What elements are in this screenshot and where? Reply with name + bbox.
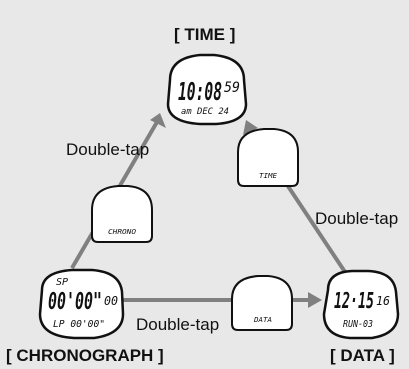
data-display-main: 12·15 [334,289,374,314]
data-display-seconds: 16 [376,294,390,308]
chrono-button[interactable]: CHRONO [91,185,153,243]
data-button[interactable]: DATA [231,275,293,331]
chrono-button-label: CHRONO [108,228,136,236]
time-button[interactable]: TIME [237,128,299,187]
data-button-label: DATA [253,316,272,324]
double-tap-label-chrono-to-time: Double-tap [66,140,150,159]
time-mode-title: [ TIME ] [174,25,236,44]
chrono-display-sub: LP 00'00" [53,319,105,330]
time-display-main: 10:08 [178,77,222,106]
data-mode-title: [ DATA ] [330,346,395,365]
chronograph-watch: SP 00'00" 00 LP 00'00" [38,268,125,340]
data-display-sub: RUN-03 [343,319,373,330]
data-watch: 12·15 16 RUN-03 [322,269,400,340]
arrow-data-to-time-head [243,120,258,135]
arrow-chrono-to-data-head [308,292,322,308]
chrono-display-top: SP [56,277,68,288]
arrow-chrono-to-time-head [150,113,166,128]
double-tap-label-data-to-time: Double-tap [315,209,399,228]
time-watch: 10:08 59 am DEC 24 [166,53,248,126]
chrono-display-hundredths: 00 [104,294,118,308]
time-button-label: TIME [259,172,278,180]
time-display-seconds: 59 [224,80,240,96]
double-tap-label-chrono-to-data: Double-tap [136,315,220,334]
chrono-display-main: 00'00" [48,289,102,315]
chronograph-mode-title: [ CHRONOGRAPH ] [6,346,164,365]
time-display-sub: am DEC 24 [181,107,229,117]
